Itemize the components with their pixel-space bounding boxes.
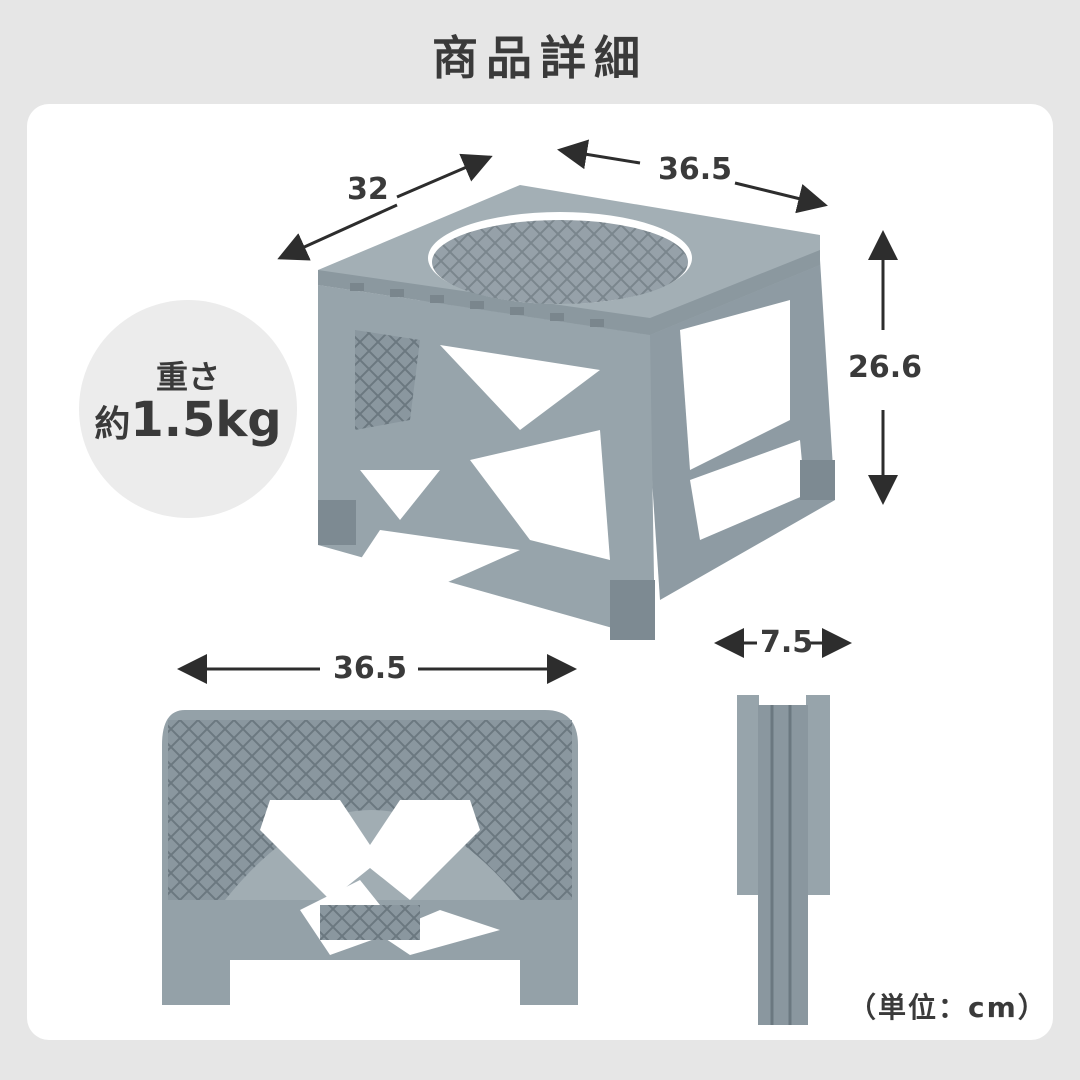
weight-value-line: 約1.5kg [79,392,297,448]
page-title: 商品詳細 [432,31,648,85]
height-dimension-label: 26.6 [848,350,923,385]
weight-prefix: 約 [94,404,131,445]
unit-note: （単位：cm） [848,991,1048,1024]
open-stool-illustration [318,185,835,640]
width-folded-dimension-label: 36.5 [333,651,408,686]
depth-dimension-label: 32 [347,172,389,207]
folded-stool-side-illustration [737,695,830,1025]
weight-badge: 重さ 約1.5kg [79,300,297,518]
width-top-dimension-label: 36.5 [658,152,733,187]
thickness-folded-dimension-label: 7.5 [760,625,814,660]
folded-stool-front-illustration [162,710,578,1005]
weight-value: 1.5kg [130,392,282,448]
dimension-arrows [177,139,898,684]
weight-label: 重さ [155,358,220,396]
